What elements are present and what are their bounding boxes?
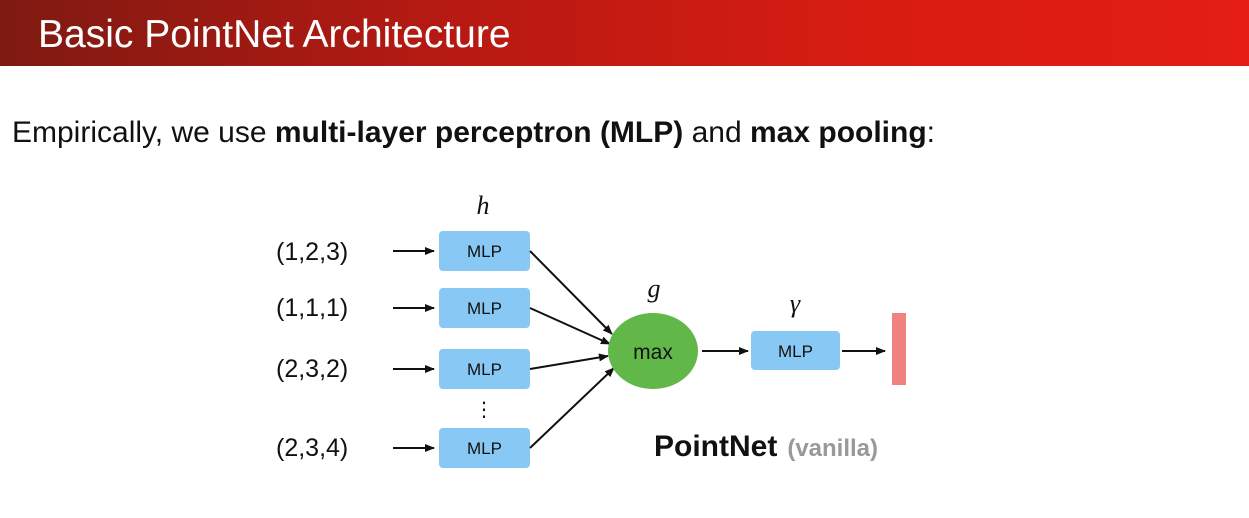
pointnet-caption: PointNet (vanilla) bbox=[654, 430, 878, 463]
mlp-box-2 bbox=[439, 288, 530, 328]
mlp-label-4: MLP bbox=[467, 439, 502, 458]
mlp-to-max-arrow-3 bbox=[529, 353, 609, 370]
mlp-to-max-arrow-2 bbox=[529, 307, 611, 345]
pointnet-caption-note: (vanilla) bbox=[787, 435, 878, 462]
intro-sentence: Empirically, we use multi-layer perceptr… bbox=[12, 113, 935, 153]
title-bar: Basic PointNet Architecture bbox=[0, 0, 1249, 66]
mlp-to-max-arrow-4 bbox=[529, 367, 615, 449]
mlp-box-1 bbox=[439, 231, 530, 271]
mlp-label-3: MLP bbox=[467, 360, 502, 379]
max-pool-label: max bbox=[633, 341, 673, 364]
mlp-to-max-arrow-1 bbox=[529, 250, 613, 335]
intro-suffix: : bbox=[926, 116, 936, 149]
intro-maxpool-term: max pooling bbox=[749, 116, 927, 149]
slide-title: Basic PointNet Architecture bbox=[38, 13, 511, 56]
input-point-4: (2,3,4) bbox=[276, 434, 348, 462]
output-feature-bar bbox=[892, 313, 906, 385]
input-point-2: (1,1,1) bbox=[276, 294, 348, 322]
intro-mlp-term: multi-layer perceptron (MLP) bbox=[274, 116, 684, 149]
intro-middle: and bbox=[683, 116, 750, 149]
pointnet-caption-main: PointNet bbox=[654, 430, 777, 463]
input-point-1: (1,2,3) bbox=[276, 238, 348, 266]
mlp-label-1: MLP bbox=[467, 242, 502, 261]
h-label: h bbox=[477, 191, 490, 220]
mlp-box-4 bbox=[439, 428, 530, 468]
input-point-3: (2,3,2) bbox=[276, 355, 348, 383]
mlp-box-3 bbox=[439, 349, 530, 389]
g-label: g bbox=[648, 274, 661, 303]
post-mlp-label: MLP bbox=[778, 342, 813, 361]
intro-prefix: Empirically, we use bbox=[12, 116, 275, 149]
mlp-label-2: MLP bbox=[467, 299, 502, 318]
ellipsis: ⋮ bbox=[474, 399, 494, 421]
gamma-label: γ bbox=[790, 289, 801, 318]
max-pool-node bbox=[608, 313, 698, 389]
post-mlp-box bbox=[751, 331, 840, 370]
